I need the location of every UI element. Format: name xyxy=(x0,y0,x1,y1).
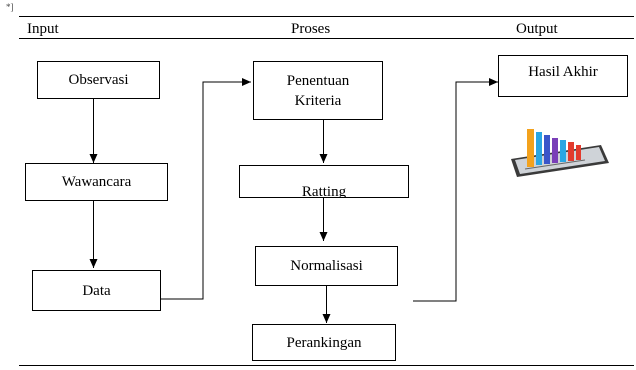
box-data-label: Data xyxy=(82,282,111,299)
box-hasil-akhir-label: Hasil Akhir xyxy=(528,64,598,80)
corner-mark: *] xyxy=(6,2,14,12)
box-ratting-label: Ratting xyxy=(301,184,347,197)
header-bottom-rule xyxy=(19,38,634,39)
box-hasil-akhir: Hasil Akhir xyxy=(498,55,628,97)
box-wawancara: Wawancara xyxy=(25,163,168,201)
box-perankingan-label: Perankingan xyxy=(286,334,362,351)
box-wawancara-label: Wawancara xyxy=(61,174,132,190)
box-data: Data xyxy=(32,270,161,311)
table-top-rule xyxy=(19,16,634,17)
box-observasi-label: Observasi xyxy=(68,72,129,88)
box-normalisasi: Normalisasi xyxy=(255,246,398,286)
header-input: Input xyxy=(27,21,59,37)
chart-bars xyxy=(527,129,581,167)
header-output: Output xyxy=(516,21,558,37)
header-proses: Proses xyxy=(291,21,331,37)
box-penentuan-kriteria: Penentuan Kriteria xyxy=(253,61,383,120)
bar-chart-tablet-icon xyxy=(511,129,609,177)
box-ratting: Ratting xyxy=(239,165,409,198)
box-perankingan: Perankingan xyxy=(252,324,396,361)
connector-data-to-penentuan xyxy=(161,78,251,300)
connector-normalisasi-to-hasil xyxy=(413,78,498,302)
table-bottom-rule xyxy=(19,365,634,366)
box-penentuan-label-line1: Penentuan xyxy=(286,72,350,89)
box-observasi: Observasi xyxy=(37,61,160,99)
box-normalisasi-label: Normalisasi xyxy=(290,258,363,274)
box-penentuan-label-line2: Kriteria xyxy=(294,92,342,109)
